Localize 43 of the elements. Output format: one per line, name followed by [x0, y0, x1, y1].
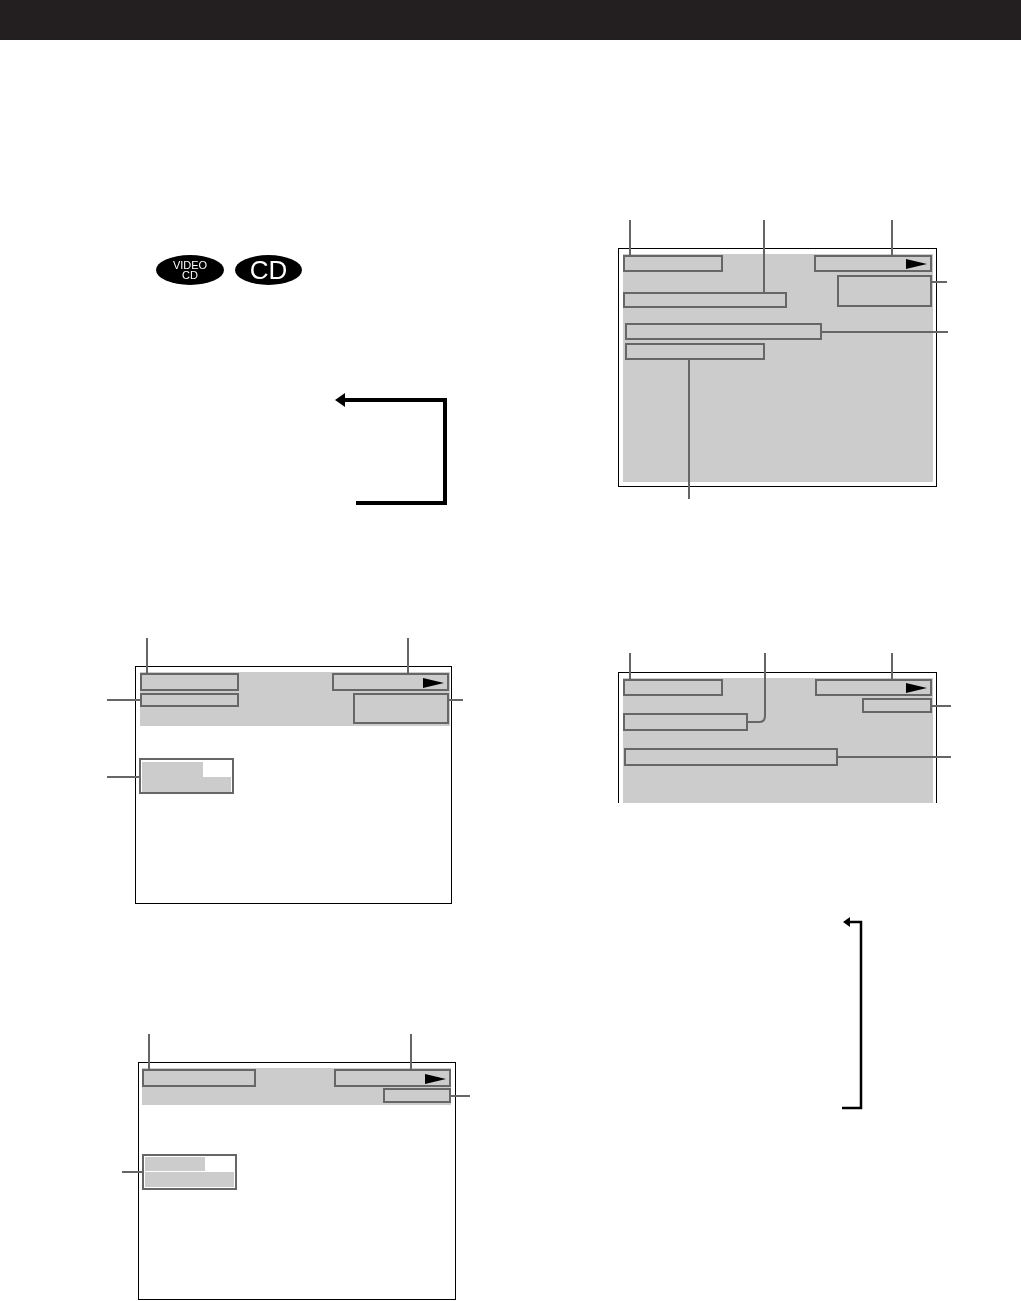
leader-line [407, 637, 409, 674]
display-field [622, 678, 723, 696]
display-field [139, 692, 239, 707]
leader-line [448, 699, 464, 701]
leader-line [763, 219, 765, 293]
disc-format-badge: VIDEO CD [156, 255, 224, 285]
leader-line [106, 699, 141, 701]
leader-line [410, 1033, 412, 1070]
display-field [622, 291, 787, 308]
display-field [622, 712, 748, 731]
screen-display [138, 1062, 456, 1300]
display-field [382, 1087, 451, 1103]
display-field [352, 692, 449, 724]
display-field [333, 1068, 451, 1087]
display-field [139, 672, 239, 691]
leader-line [148, 1033, 150, 1070]
leader-line [629, 219, 631, 256]
display-field [624, 322, 822, 340]
display-field [813, 254, 932, 272]
leader-line [146, 637, 148, 674]
display-field [814, 678, 932, 696]
leader-line [837, 756, 952, 758]
disc-format-badge: CD [235, 255, 302, 285]
leader-line [106, 776, 140, 778]
display-field [138, 757, 234, 794]
display-field [141, 1068, 256, 1087]
display-field [861, 697, 932, 713]
leader-line [931, 281, 948, 283]
leader-line [821, 331, 949, 333]
leader-line [629, 652, 631, 680]
leader-line [891, 652, 893, 680]
leader-line [121, 1171, 143, 1173]
display-field [622, 254, 723, 272]
display-field [624, 342, 765, 360]
leader-line [450, 1095, 471, 1097]
leader-line [688, 359, 690, 500]
display-field [331, 672, 449, 691]
display-field [141, 1153, 237, 1190]
display-field [836, 274, 932, 307]
leader-line [891, 219, 893, 256]
screen-display [135, 666, 452, 904]
display-field [623, 747, 838, 766]
leader-line [931, 705, 952, 707]
